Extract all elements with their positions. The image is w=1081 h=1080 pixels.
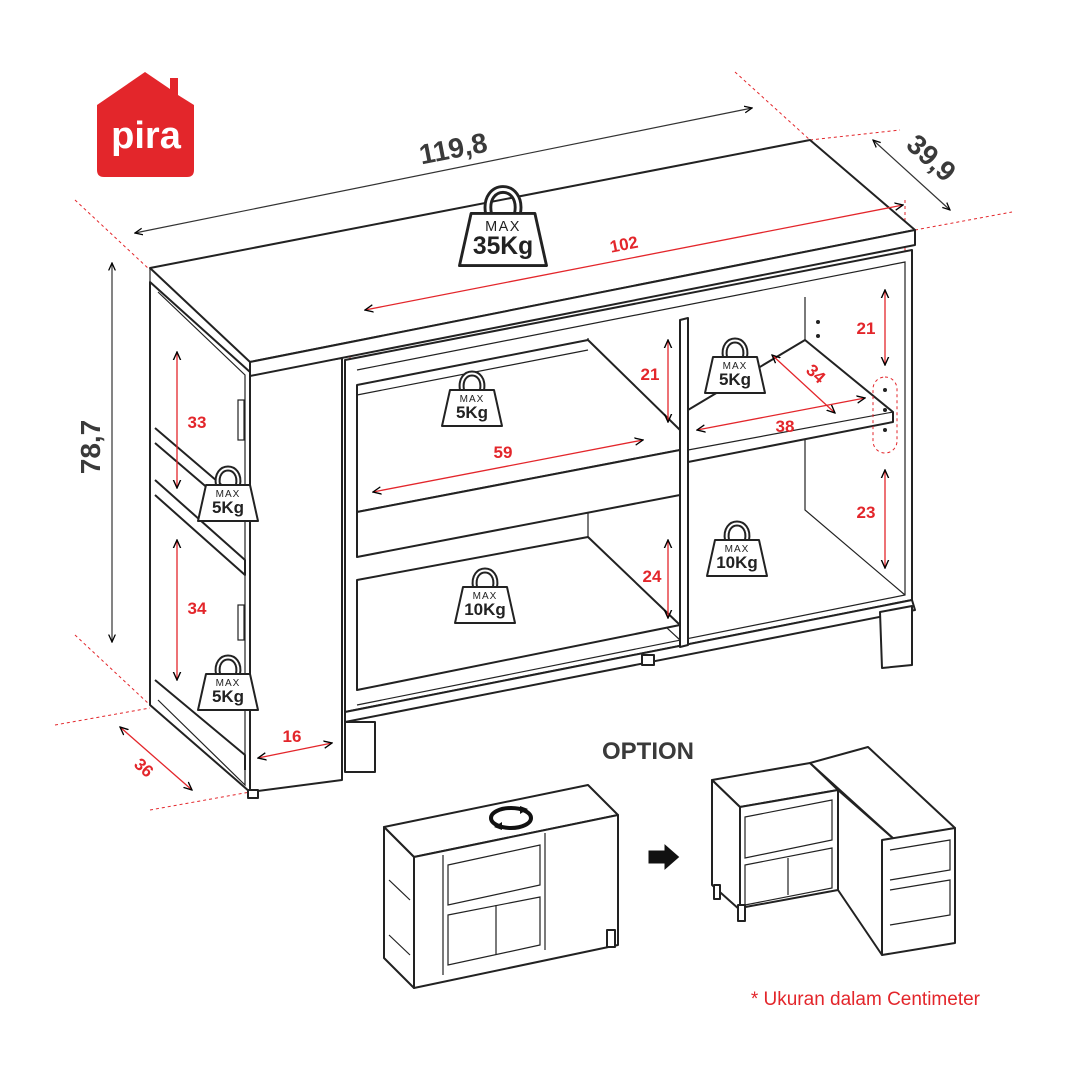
svg-text:5Kg: 5Kg [719,370,751,389]
drawer-width-label: 59 [494,443,513,462]
svg-text:5Kg: 5Kg [212,687,244,706]
side-width-label: 16 [283,727,302,746]
rotate-icon [489,806,533,830]
side-depth-label: 36 [130,755,157,782]
lower-left-height-label: 24 [643,567,662,586]
weight-side-upper: MAX 5Kg [198,469,258,522]
right-top-height-label: 21 [857,319,876,338]
depth-label: 39,9 [901,128,962,188]
weight-side-lower: MAX 5Kg [198,658,258,711]
option-title: OPTION [602,738,694,765]
arrow-right-icon [647,841,681,873]
measurement-footnote: * Ukuran dalam Centimeter [751,989,981,1010]
height-label: 78,7 [75,420,106,475]
weight-left-shelf: MAX 5Kg [442,374,502,427]
shelf-top-height-label: 21 [641,365,660,384]
pira-logo: pira [97,72,194,177]
svg-text:MAX: MAX [473,591,498,602]
svg-text:5Kg: 5Kg [212,498,244,517]
svg-text:MAX: MAX [216,678,241,689]
weight-right-shelf: MAX 5Kg [705,341,765,394]
svg-text:5Kg: 5Kg [456,403,488,422]
lower-right-height-label: 23 [857,503,876,522]
side-upper-height-label: 33 [188,413,207,432]
weight-lower-left: MAX 10Kg [455,571,515,624]
svg-text:10Kg: 10Kg [464,600,506,619]
logo-text: pira [111,115,182,157]
weight-top: MAX 35Kg [460,189,547,265]
weight-lower-right: MAX 10Kg [707,524,767,577]
svg-text:MAX: MAX [216,489,241,500]
svg-text:10Kg: 10Kg [716,553,758,572]
svg-text:MAX: MAX [460,394,485,405]
option-config-b [711,746,956,956]
svg-text:MAX: MAX [485,219,521,235]
svg-text:35Kg: 35Kg [473,233,533,260]
side-lower-height-label: 34 [188,599,207,618]
svg-text:MAX: MAX [723,361,748,372]
svg-text:MAX: MAX [725,544,750,555]
option-config-a [383,784,619,989]
right-shelf-width-label: 38 [776,417,795,436]
